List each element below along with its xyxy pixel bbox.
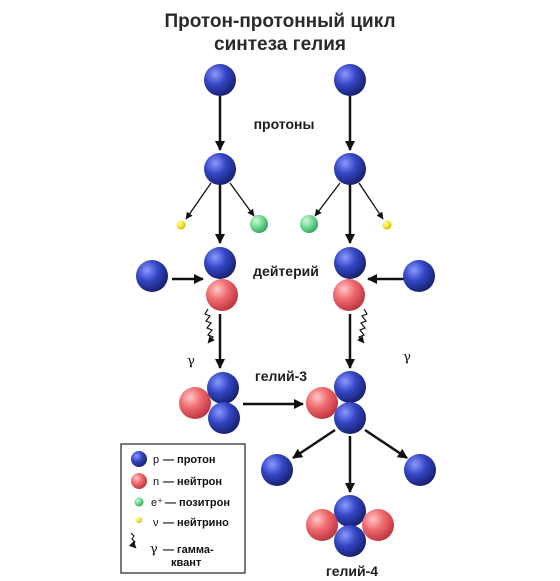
released-proton	[261, 454, 293, 486]
gamma-left: γ	[187, 354, 195, 369]
legend-proton-label: — протон	[163, 454, 215, 466]
legend-neutrino-symbol: ν	[153, 517, 159, 529]
gamma-wave-right	[357, 308, 368, 344]
helium-3-proton	[334, 402, 366, 434]
arrow-right-neutrino	[358, 182, 384, 220]
helium-4-neutron	[362, 509, 394, 541]
label-helium-4: гелий-4	[326, 563, 378, 579]
legend-positron-swatch	[134, 497, 144, 507]
arrow-release-proton-right	[364, 428, 408, 460]
proton	[204, 153, 236, 185]
legend-neutrino-label: — нейтрино	[163, 517, 229, 529]
neutrino	[176, 220, 186, 230]
helium-3-proton	[208, 402, 240, 434]
label-deuterium: дейтерий	[253, 263, 319, 279]
arrow-right-positron	[314, 182, 341, 217]
helium-3-neutron	[306, 387, 338, 419]
released-proton	[404, 454, 436, 486]
title-line-1: Протон-протонный цикл	[164, 11, 395, 32]
gamma-wave-left	[204, 308, 215, 344]
legend-positron-label: — позитрон	[165, 497, 230, 509]
deuterium-neutron	[206, 279, 238, 311]
proton	[403, 260, 435, 292]
legend-proton-swatch	[131, 451, 147, 467]
legend-neutron-swatch	[131, 473, 147, 489]
helium-4-proton	[334, 525, 366, 557]
helium-4-proton	[334, 495, 366, 527]
deuterium-proton	[204, 247, 236, 279]
gamma-right: γ	[403, 350, 411, 365]
title-line-2: синтеза гелия	[214, 34, 346, 55]
legend-gamma-label: — гамма-	[163, 544, 214, 556]
proton	[204, 64, 236, 96]
deuterium-proton	[334, 247, 366, 279]
positron	[300, 215, 318, 233]
proton	[334, 64, 366, 96]
helium-3-proton	[334, 371, 366, 403]
deuterium-neutron	[333, 279, 365, 311]
legend-gamma-symbol: γ	[150, 542, 158, 557]
arrow-release-proton-left	[292, 428, 336, 460]
legend-neutron-symbol: n	[153, 476, 159, 488]
legend-neutron-label: — нейтрон	[163, 476, 222, 488]
legend-gamma-wave-icon	[128, 532, 137, 549]
arrow-left-neutrino	[185, 182, 212, 220]
helium-3-proton	[207, 372, 239, 404]
legend-positron-symbol: e⁺	[151, 497, 163, 509]
positron	[250, 215, 268, 233]
label-helium-3: гелий-3	[255, 368, 307, 384]
proton	[136, 260, 168, 292]
legend-neutrino-swatch	[136, 517, 142, 523]
helium-4-neutron	[306, 509, 338, 541]
proton	[334, 153, 366, 185]
legend: p — протон n — нейтрон e⁺ — позитрон ν —…	[120, 443, 246, 574]
label-protons: протоны	[254, 116, 315, 132]
legend-gamma-label-line2: квант	[171, 557, 202, 569]
arrow-left-positron	[229, 182, 255, 217]
helium-3-neutron	[179, 387, 211, 419]
neutrino	[382, 220, 392, 230]
legend-proton-symbol: p	[153, 454, 159, 466]
